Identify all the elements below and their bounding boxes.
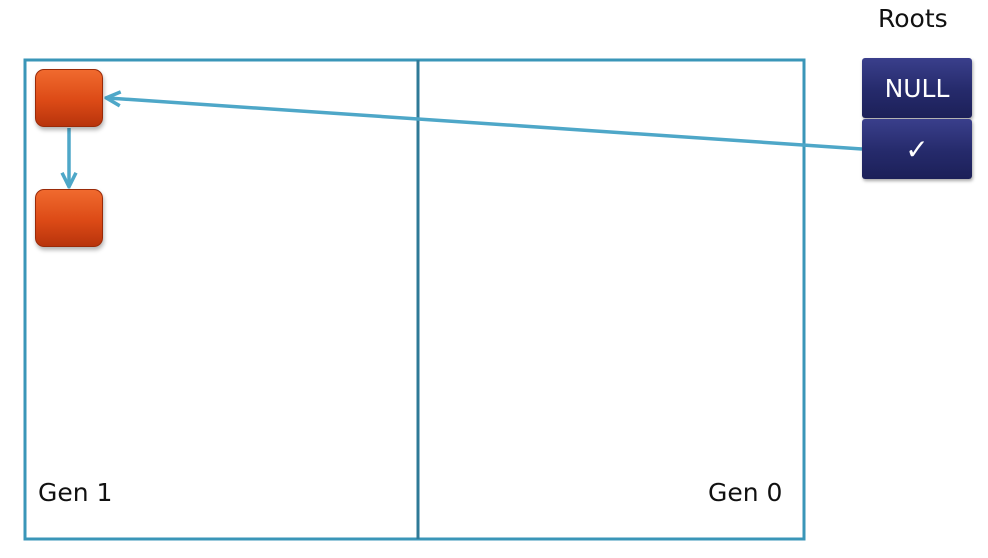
root-slot-null-label: NULL [884,73,950,103]
roots-title: Roots [878,4,948,33]
root-reference-arrow [108,98,863,151]
check-icon: ✓ [905,132,929,166]
root-slot-reference: ✓ [862,119,972,179]
heap-object-2 [35,189,103,247]
heap-object-1 [35,69,103,127]
generation-1-label: Gen 1 [38,478,113,507]
root-slot-null: NULL [862,58,972,118]
heap-box [23,58,806,541]
generation-0-label: Gen 0 [708,478,783,507]
